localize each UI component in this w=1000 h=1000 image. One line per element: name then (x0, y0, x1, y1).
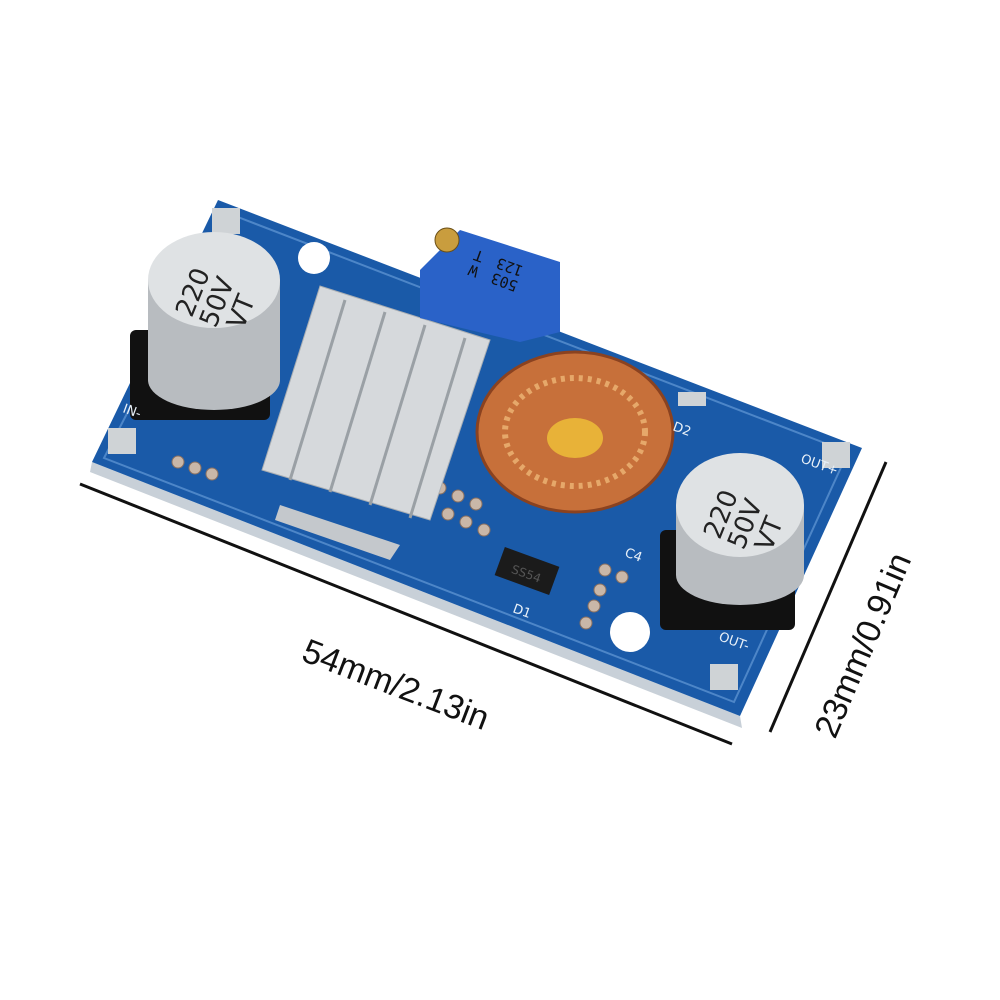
height-dimension-label: 23mm/0.91in (807, 547, 919, 743)
height-dimension-line (768, 461, 888, 733)
mounting-hole (610, 612, 650, 652)
capacitor-right-top (676, 453, 804, 557)
heatsink-fins (288, 299, 467, 519)
mounting-hole (298, 242, 330, 274)
width-dimension-line (79, 482, 733, 746)
label-c4: C4 (623, 546, 644, 566)
regulator-tab (275, 505, 400, 560)
heatsink (261, 285, 491, 521)
diode-ss54 (494, 546, 560, 596)
inductor-core (547, 418, 603, 458)
pad-in-minus (108, 428, 136, 454)
led-d2 (678, 392, 706, 406)
board-edge (90, 462, 742, 728)
potentiometer-screw (434, 227, 460, 253)
capacitor-left-top (148, 232, 280, 328)
via-cluster (171, 455, 629, 630)
inductor-windings (502, 375, 648, 489)
potentiometer (420, 230, 560, 342)
label-in-minus: IN- (121, 402, 144, 422)
label-d2: D2 (671, 420, 693, 440)
pad-out-plus (822, 442, 850, 468)
pad-out-minus (710, 664, 738, 690)
pad-top-left (212, 208, 240, 234)
label-d1: D1 (511, 602, 533, 622)
width-dimension-label: 54mm/2.13in (297, 632, 494, 738)
